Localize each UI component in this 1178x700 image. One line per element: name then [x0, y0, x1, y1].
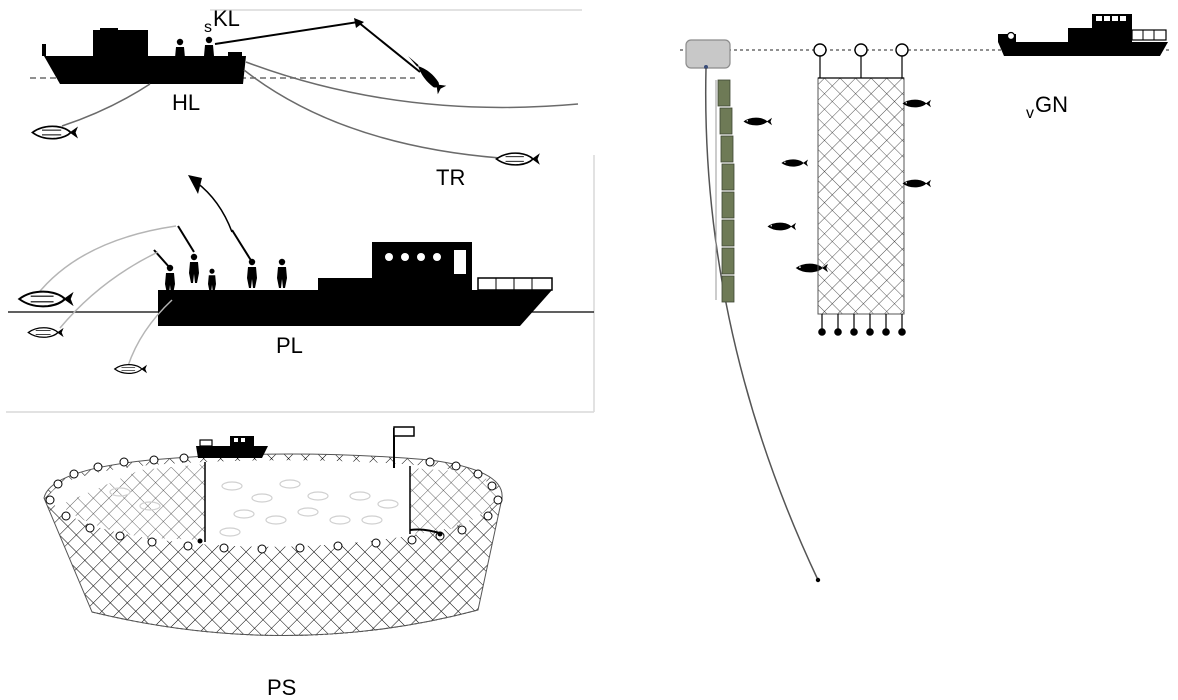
gillnet-scene	[680, 14, 1172, 583]
fish-icon	[743, 117, 772, 126]
label-tr: TR	[436, 165, 466, 190]
net-sinkers	[818, 314, 906, 336]
fish-icon	[114, 364, 147, 374]
panel-borders	[6, 9, 595, 413]
fish-icon	[902, 99, 931, 108]
fish-icon	[767, 222, 796, 231]
fisher-icon	[165, 264, 175, 294]
label-hl: HL	[172, 90, 201, 115]
fish-icon	[18, 290, 74, 308]
gillnet-boat	[998, 14, 1168, 56]
hl-boat	[42, 28, 246, 84]
fisher-icon	[208, 268, 216, 292]
label-ps: PS	[267, 675, 297, 700]
fish-icon	[495, 152, 540, 166]
fish-icon	[31, 125, 78, 140]
flag-icon	[393, 426, 415, 468]
fad-leaves	[717, 79, 735, 303]
fisher-icon	[189, 253, 199, 283]
net-floats	[813, 43, 909, 57]
swordfish-icon	[408, 56, 447, 95]
fish-icon	[781, 159, 808, 167]
seiner-boat	[196, 436, 268, 458]
label-skl: sKL	[204, 6, 240, 36]
fisher-icon	[277, 258, 287, 288]
gillnet-panel	[817, 77, 905, 315]
kite-icon	[354, 18, 364, 28]
label-vgn: vGN	[1026, 92, 1068, 122]
fish-icon	[27, 327, 64, 338]
flag-icon	[188, 175, 202, 194]
fad-buoy	[685, 39, 731, 69]
handline-troll-scene	[30, 18, 579, 166]
fisher-icon	[247, 258, 257, 288]
pole-line-scene	[8, 175, 594, 374]
fish-school	[109, 479, 399, 537]
float-ring	[45, 453, 503, 554]
fish-icon	[902, 179, 931, 188]
label-pl: PL	[276, 333, 303, 358]
purse-seine-scene	[43, 426, 503, 636]
